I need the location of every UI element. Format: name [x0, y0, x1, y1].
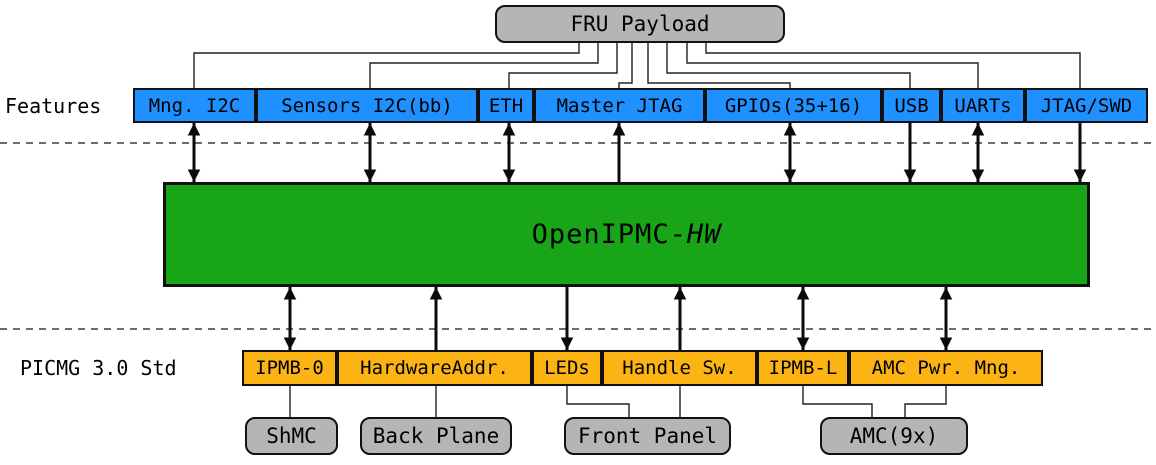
fru-connector-lines [193, 43, 1081, 88]
fru-payload-box: FRU Payload [495, 5, 785, 43]
picmg-box-hardware-addr: HardwareAddr. [337, 350, 532, 386]
picmg-row-label: PICMG 3.0 Std [20, 356, 177, 380]
core-picmg-arrows [283, 287, 953, 350]
picmg-box-leds: LEDs [532, 350, 602, 386]
picmg-external-connectors [289, 386, 947, 417]
feature-box-uarts: UARTs [941, 88, 1025, 123]
external-box-shmc: ShMC [245, 417, 338, 455]
picmg-box-ipmb-0: IPMB-0 [242, 350, 337, 386]
picmg-box-amc-pwr-mng: AMC Pwr. Mng. [849, 350, 1043, 386]
feature-box-jtag-swd: JTAG/SWD [1025, 88, 1148, 123]
feature-box-eth: ETH [478, 88, 534, 123]
picmg-box-ipmb-l: IPMB-L [757, 350, 849, 386]
core-name-regular: OpenIPMC- [531, 219, 687, 250]
external-box-amc-9x: AMC(9x) [820, 417, 968, 455]
picmg-box-handle-sw: Handle Sw. [602, 350, 757, 386]
external-box-front-panel: Front Panel [564, 417, 731, 455]
feature-box-gpios: GPIOs(35+16) [705, 88, 882, 123]
external-box-back-plane: Back Plane [360, 417, 512, 455]
openipmc-hw-core-box: OpenIPMC-HW [163, 182, 1090, 287]
feature-box-mng-i2c: Mng. I2C [133, 88, 256, 123]
feature-box-usb: USB [882, 88, 941, 123]
feature-box-sensors-i2c: Sensors I2C(bb) [256, 88, 478, 123]
feature-box-master-jtag: Master JTAG [534, 88, 705, 123]
features-row-label: Features [5, 93, 102, 118]
core-name-italic: HW [686, 219, 722, 250]
feature-core-arrows [187, 123, 1087, 182]
